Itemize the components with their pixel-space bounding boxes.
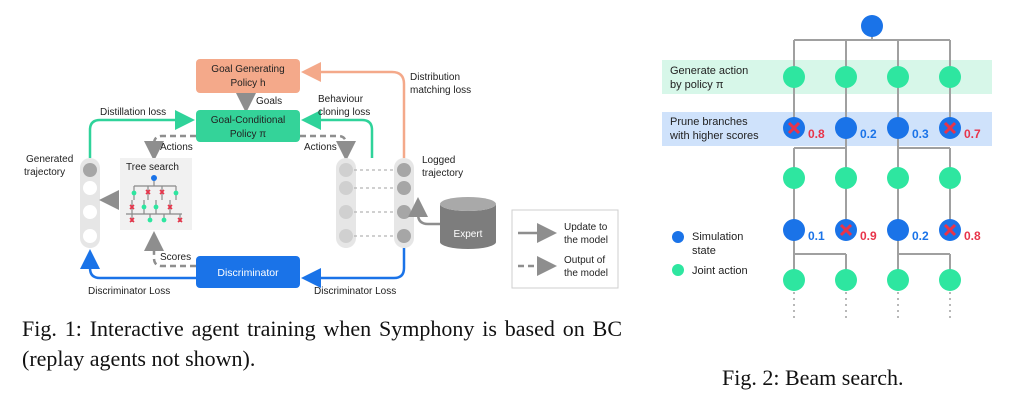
tree-search-label: Tree search xyxy=(126,162,179,173)
generate-action-band xyxy=(662,60,992,94)
prune-branches-label-2: with higher scores xyxy=(669,130,759,142)
actions-right-label: Actions xyxy=(304,142,337,153)
legend-simulation-dot xyxy=(672,231,684,243)
distribution-matching-label-1: Distribution xyxy=(410,72,460,83)
discriminator-loss-left-arrow xyxy=(80,249,196,280)
legend-simulation-label-1: Simulation xyxy=(692,231,743,243)
root-simulation-node xyxy=(861,15,883,37)
distribution-matching-label-2: matching loss xyxy=(410,85,471,96)
generated-traj-node xyxy=(83,229,97,243)
legend-simulation-label-2: state xyxy=(692,245,716,257)
goal-generating-box xyxy=(196,59,300,93)
expert-label: Expert xyxy=(454,229,483,240)
goals-label: Goals xyxy=(256,96,282,107)
legend-output-label-1: Output of xyxy=(564,255,605,266)
actions-left-arrow xyxy=(144,134,196,161)
fig1-caption: Fig. 1: Interactive agent training when … xyxy=(22,316,622,371)
logged-trajectory-label-1: Logged xyxy=(422,155,455,166)
goal-generating-label-2: Policy h xyxy=(230,78,265,89)
fig2-caption: Fig. 2: Beam search. xyxy=(722,365,904,390)
generate-action-label-2: by policy π xyxy=(670,79,724,91)
behaviour-cloning-label-1: Behaviour xyxy=(318,94,364,105)
discriminator-label: Discriminator xyxy=(217,267,279,279)
legend-update-label-1: Update to xyxy=(564,222,608,233)
discriminator-loss-left-label: Discriminator Loss xyxy=(88,286,170,297)
generate-action-label-1: Generate action xyxy=(670,65,748,77)
prune-branches-label-1: Prune branches xyxy=(670,116,748,128)
legend-joint-action-label: Joint action xyxy=(692,265,748,277)
tree-pruned-marks xyxy=(129,189,183,223)
score-label: 0.1 xyxy=(808,229,825,243)
replay-trajectory-column xyxy=(336,158,356,248)
legend-joint-action-dot xyxy=(672,264,684,276)
distillation-loss-label: Distillation loss xyxy=(100,107,166,118)
generated-trajectory-label-2: trajectory xyxy=(24,167,65,178)
score-label: 0.8 xyxy=(964,229,981,243)
logged-traj-nodes xyxy=(397,163,411,243)
goal-conditional-label-1: Goal-Conditional xyxy=(211,115,286,126)
discriminator-loss-right-arrow xyxy=(301,248,406,288)
joint-action-nodes xyxy=(783,66,961,291)
pruned-marks xyxy=(787,121,957,237)
legend-update-label-2: the model xyxy=(564,235,608,246)
score-label: 0.2 xyxy=(860,127,877,141)
tree-green-nodes xyxy=(131,190,179,223)
score-label: 0.8 xyxy=(808,127,825,141)
generated-traj-node xyxy=(83,181,97,195)
generated-traj-node xyxy=(83,205,97,219)
generated-traj-node xyxy=(83,163,97,177)
prune-branches-band xyxy=(662,112,992,146)
distillation-loss-arrow xyxy=(88,110,195,158)
expert-database xyxy=(440,204,496,249)
discriminator-box xyxy=(196,256,300,288)
fig2-diagram: 0.8 0.2 0.3 0.7 0.1 0.9 0.2 0.8 Generate… xyxy=(662,15,992,318)
goal-conditional-box xyxy=(196,110,300,142)
replay-traj-nodes xyxy=(339,163,353,243)
actions-right-arrow xyxy=(300,134,356,161)
score-label: 0.2 xyxy=(912,229,929,243)
expert-arrow xyxy=(408,197,440,226)
logged-trajectory-column xyxy=(394,158,414,248)
fig1-diagram: Goal Generating Policy h Goals Goal-Cond… xyxy=(24,59,619,297)
trajectory-links xyxy=(354,169,396,237)
behaviour-cloning-arrow xyxy=(301,110,374,158)
behaviour-cloning-label-2: cloning loss xyxy=(318,107,370,118)
discriminator-loss-right-label: Discriminator Loss xyxy=(314,286,396,297)
actions-left-label: Actions xyxy=(160,142,193,153)
legend-output-label-2: the model xyxy=(564,268,608,279)
score-label: 0.7 xyxy=(964,127,981,141)
distribution-matching-arrow xyxy=(301,62,406,158)
fig1-legend xyxy=(511,209,619,289)
scores-arrow xyxy=(144,231,196,268)
expert-database-top xyxy=(440,197,496,211)
goal-generating-label-1: Goal Generating xyxy=(211,64,284,75)
tree-root-node xyxy=(151,175,157,181)
score-label: 0.9 xyxy=(860,229,877,243)
continuation-dots xyxy=(793,292,951,318)
generated-trajectory-label-1: Generated xyxy=(26,154,73,165)
logged-trajectory-label-2: trajectory xyxy=(422,168,463,179)
generated-trajectory-column xyxy=(80,158,100,248)
scores-label: Scores xyxy=(160,252,191,263)
goal-conditional-label-2: Policy π xyxy=(230,129,266,140)
score-label: 0.3 xyxy=(912,127,929,141)
